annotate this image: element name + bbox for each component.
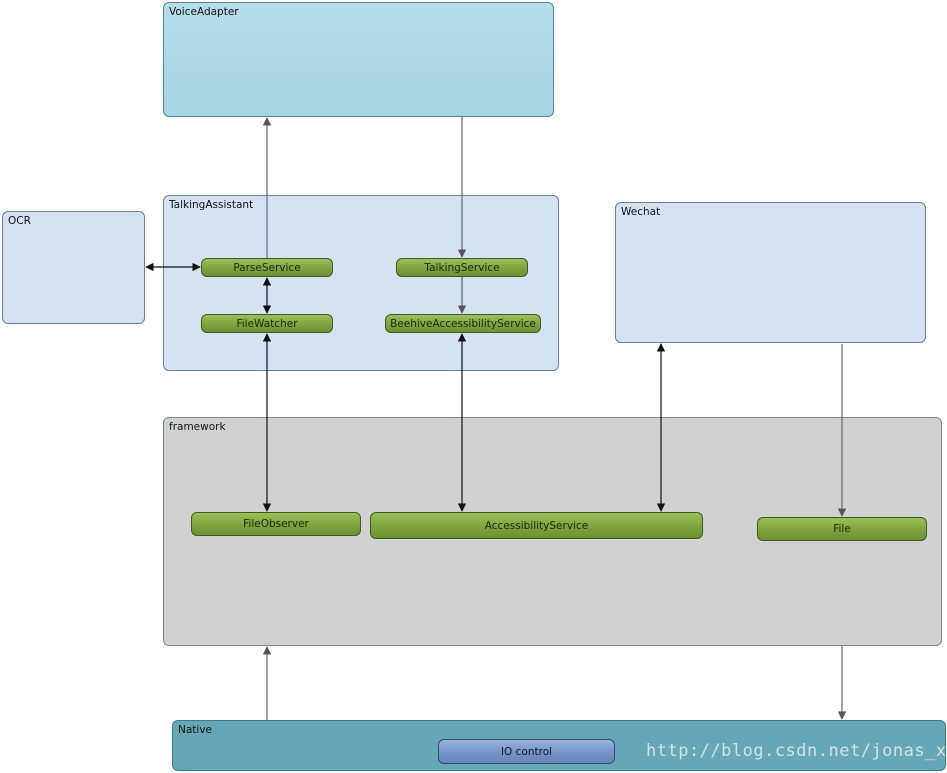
file-observer-node: FileObserver [191, 512, 361, 536]
ocr-label: OCR [8, 215, 31, 227]
file-node: File [757, 517, 927, 541]
talking-service-node: TalkingService [396, 258, 528, 277]
watermark-text: http://blog.csdn.net/jonas_xu [646, 741, 947, 761]
file-watcher-node: FileWatcher [201, 314, 333, 333]
voice-adapter-box: VoiceAdapter [163, 2, 554, 117]
voice-adapter-label: VoiceAdapter [169, 6, 239, 18]
beehive-accessibility-service-node: BeehiveAccessibilityService [385, 314, 541, 333]
talking-assistant-box: TalkingAssistant [163, 195, 559, 371]
ocr-box: OCR [2, 211, 145, 324]
wechat-label: Wechat [621, 206, 661, 218]
talking-assistant-label: TalkingAssistant [169, 199, 254, 211]
framework-label: framework [169, 421, 226, 433]
io-control-node: IO control [438, 739, 615, 764]
native-label: Native [178, 724, 212, 736]
parse-service-node: ParseService [201, 258, 333, 277]
wechat-box: Wechat [615, 202, 926, 343]
accessibility-service-node: AccessibilityService [370, 512, 703, 539]
